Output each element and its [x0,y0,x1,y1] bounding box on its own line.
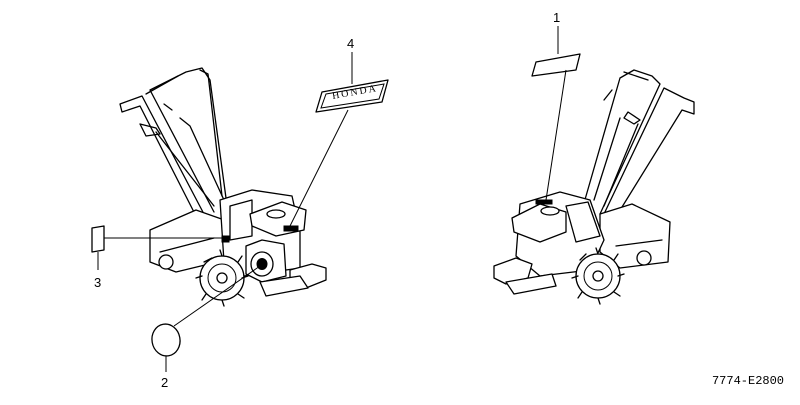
honda-emblem-plate [315,79,389,113]
tiller-left-illustration [119,67,327,307]
tiller-right-illustration [493,69,695,305]
caution-label-strip [531,53,581,77]
engine-label-square [91,225,105,253]
callout-3: 3 [94,275,102,290]
callout-2: 2 [161,375,169,390]
callout-4: 4 [347,36,355,51]
leader-lines [97,26,567,372]
callout-1: 1 [553,10,561,25]
round-label [151,323,181,357]
drawing-code: 7774-E2800 [711,374,784,388]
